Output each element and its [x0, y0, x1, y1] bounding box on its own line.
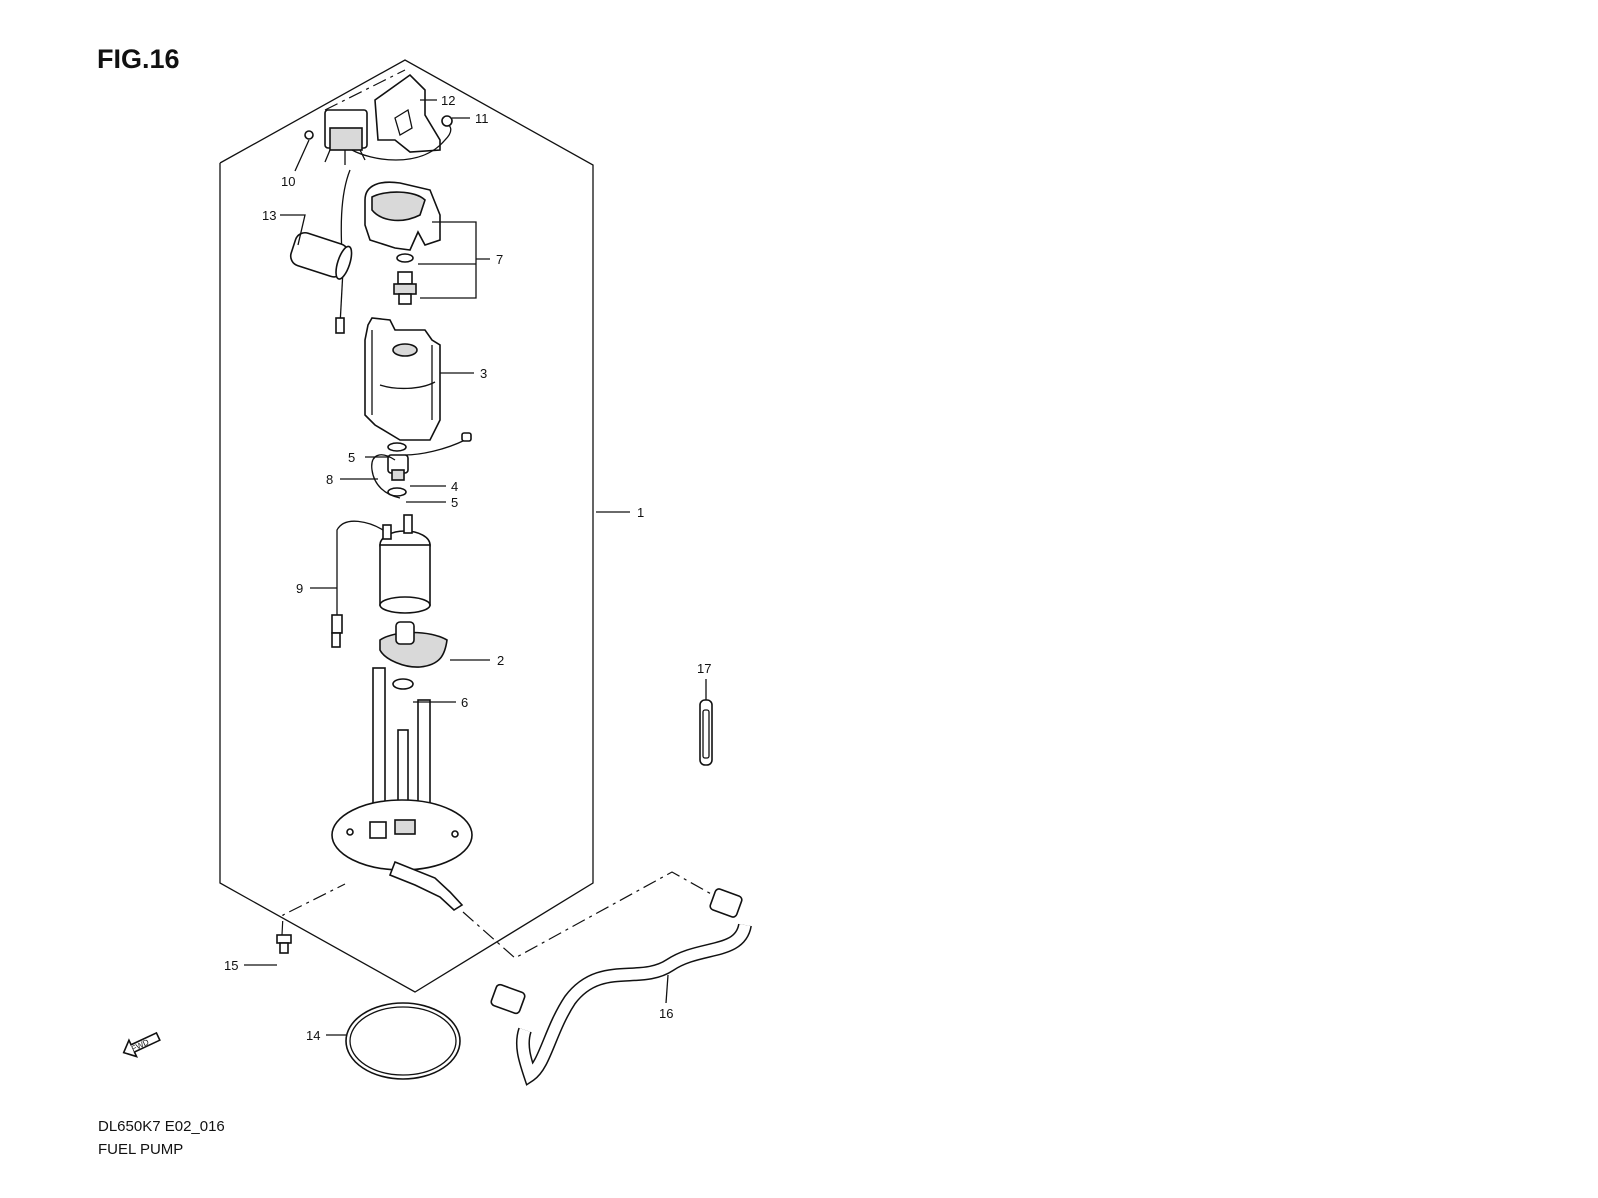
callout-5-upper: 5	[348, 450, 390, 465]
callout-5-upper-label: 5	[348, 450, 355, 465]
section-name: FUEL PUMP	[98, 1141, 184, 1158]
callout-6-label: 6	[461, 695, 468, 710]
callout-15-label: 15	[224, 958, 238, 973]
callout-11-label: 11	[475, 111, 489, 126]
callout-4: 4	[410, 479, 458, 494]
callout-3-label: 3	[480, 366, 487, 381]
callout-15: 15	[224, 958, 277, 973]
callout-1-label: 1	[637, 505, 644, 520]
callout-13: 13	[262, 208, 306, 246]
callout-16-label: 16	[659, 1006, 673, 1021]
part-5-upper-o-ring	[387, 442, 407, 452]
callout-14-label: 14	[306, 1028, 320, 1043]
fwd-arrow-icon: FWD	[122, 1031, 161, 1058]
callout-17: 17	[697, 661, 711, 700]
callout-4-label: 4	[451, 479, 458, 494]
part-13-fuel-level-float	[289, 169, 353, 334]
callout-8: 8	[326, 472, 378, 487]
part-16-fuel-hose	[490, 888, 752, 1086]
part-11-clip	[441, 115, 453, 127]
callout-9: 9	[296, 581, 337, 596]
callout-2: 2	[450, 653, 504, 668]
part-17-clamp	[699, 699, 713, 766]
callout-5-lower-label: 5	[451, 495, 458, 510]
callout-14: 14	[306, 1028, 346, 1043]
assembly-outline	[219, 59, 594, 993]
part-10-screw	[304, 130, 314, 140]
callout-9-label: 9	[296, 581, 303, 596]
callout-10-label: 10	[281, 174, 295, 189]
pump-base-plate	[331, 667, 473, 912]
part-6-ring	[392, 678, 414, 690]
part-7-o-ring	[396, 253, 414, 263]
part-9-fuel-pump-motor	[331, 514, 431, 648]
part-8-wire-lead	[371, 432, 472, 499]
callout-3: 3	[440, 366, 487, 381]
callout-2-label: 2	[497, 653, 504, 668]
callout-12-label: 12	[441, 93, 455, 108]
callout-12: 12	[420, 93, 455, 108]
callout-7: 7	[418, 221, 503, 299]
callout-16: 16	[659, 974, 673, 1021]
callout-10: 10	[281, 139, 310, 189]
callout-11: 11	[452, 111, 489, 126]
part-4-fuel-pressure-fitting	[387, 454, 409, 481]
part-5-lower-o-ring	[387, 487, 407, 497]
callout-17-label: 17	[697, 661, 711, 676]
part-2-fuel-strainer	[379, 621, 448, 668]
callout-6: 6	[413, 695, 468, 710]
part-15-bolt	[276, 934, 292, 954]
part-14-gasket	[345, 1002, 461, 1080]
callout-1: 1	[596, 505, 644, 520]
callout-5-lower: 5	[406, 495, 458, 510]
callout-7-label: 7	[496, 252, 503, 267]
part-12-bracket	[374, 73, 441, 153]
part-7-regulator-valve	[393, 271, 417, 305]
fwd-label: FWD	[130, 1037, 151, 1053]
part-3-filter-housing	[364, 317, 441, 441]
part-7-filter-cover	[364, 181, 441, 251]
callout-8-label: 8	[326, 472, 333, 487]
callout-13-label: 13	[262, 208, 276, 223]
figure-title: FIG.16	[97, 44, 180, 74]
model-code: DL650K7 E02_016	[98, 1118, 225, 1135]
